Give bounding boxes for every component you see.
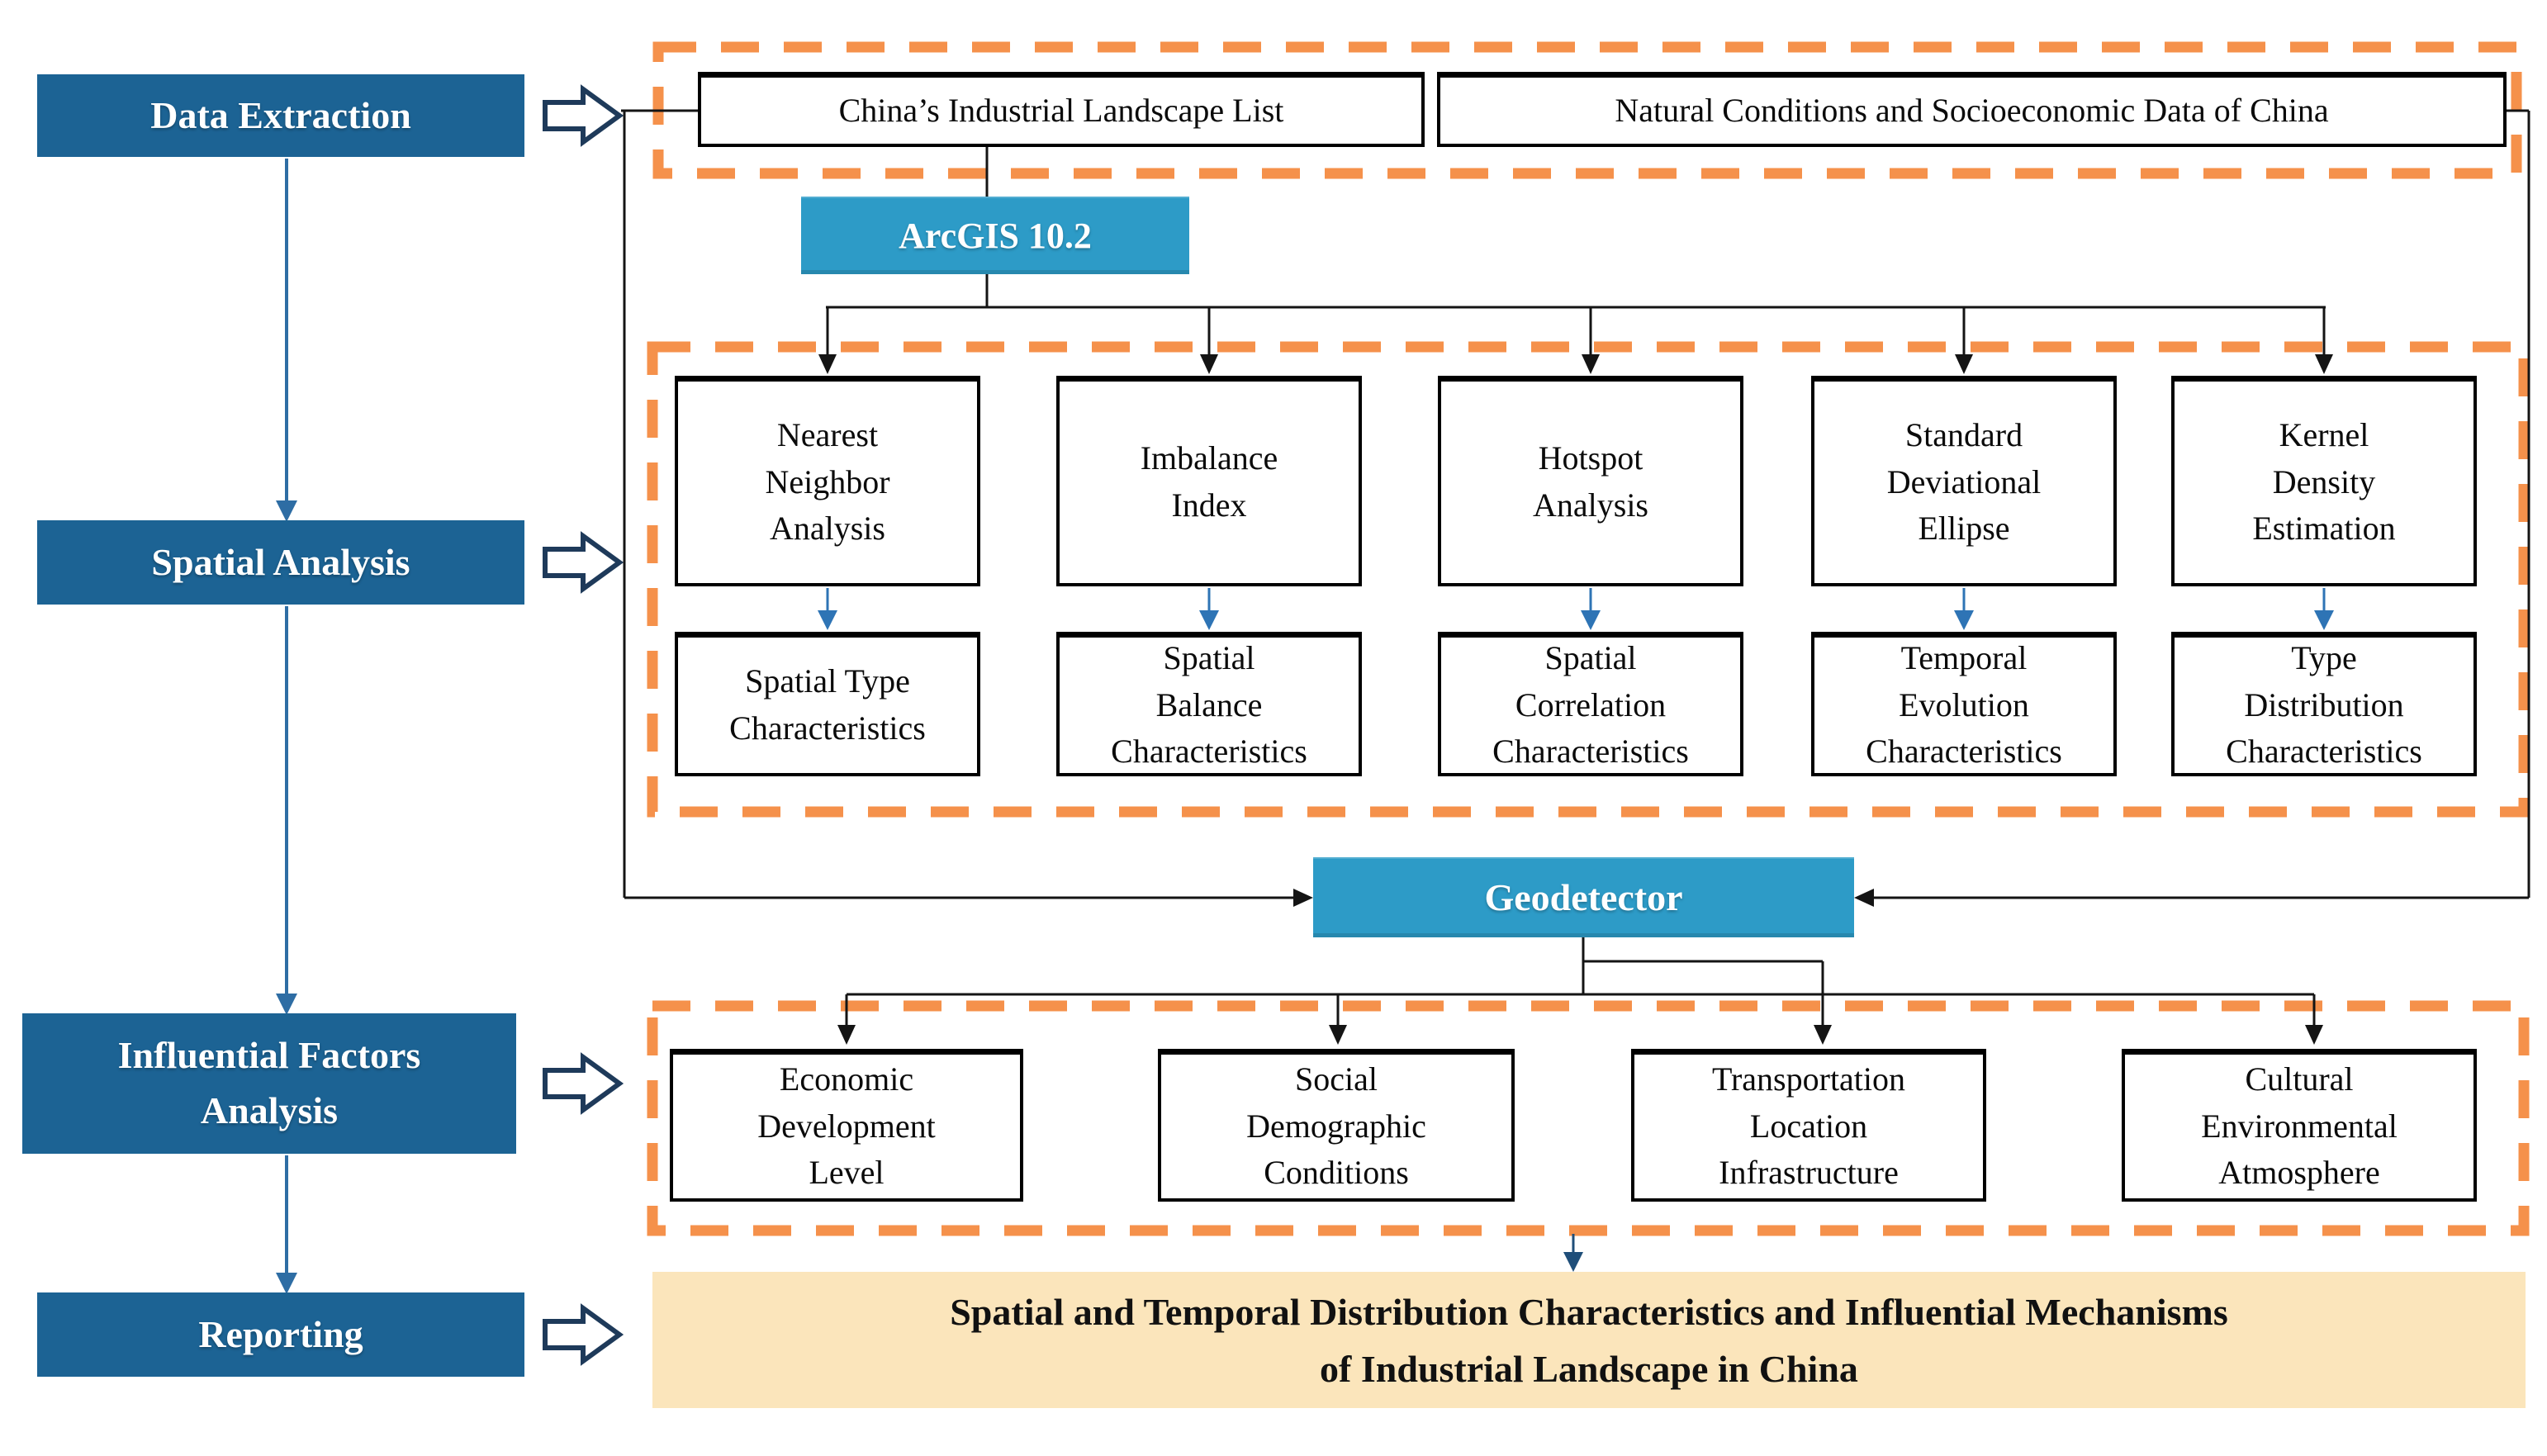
factor-cultural-environmental-atmosphere: Cultural Environmental Atmosphere — [2122, 1049, 2477, 1202]
method-imbalance-index: Imbalance Index — [1056, 376, 1362, 586]
factor-social-demographic-conditions: Social Demographic Conditions — [1158, 1049, 1515, 1202]
output-spatial-correlation-characteristics: Spatial Correlation Characteristics — [1438, 632, 1743, 776]
dashed-container-influential-factors — [647, 1000, 2530, 1236]
source-natural-socioeconomic-data: Natural Conditions and Socioeconomic Dat… — [1437, 72, 2507, 147]
black-connectors — [621, 109, 2530, 1045]
method-hotspot-analysis: Hotspot Analysis — [1438, 376, 1743, 586]
factors-result-arrow — [1563, 1234, 1583, 1272]
result-statement: Spatial and Temporal Distribution Charac… — [652, 1272, 2526, 1408]
block-arrow-icon-data-extraction — [543, 84, 624, 147]
stage-influential-factors-analysis: Influential Factors Analysis — [22, 1013, 516, 1154]
stage-reporting: Reporting — [37, 1292, 524, 1377]
tool-arcgis: ArcGIS 10.2 — [801, 197, 1189, 274]
method-kernel-density-estimation: Kernel Density Estimation — [2171, 376, 2477, 586]
output-spatial-type-characteristics: Spatial Type Characteristics — [675, 632, 980, 776]
block-arrow-icon-reporting — [543, 1303, 624, 1366]
stage-data-extraction: Data Extraction — [37, 74, 524, 157]
output-spatial-balance-characteristics: Spatial Balance Characteristics — [1056, 632, 1362, 776]
factor-transportation-location-infrastructure: Transportation Location Infrastructure — [1631, 1049, 1986, 1202]
block-arrow-icon-spatial-analysis — [543, 531, 624, 594]
source-industrial-landscape-list: China’s Industrial Landscape List — [698, 72, 1425, 147]
block-arrow-icon-influential-factors — [543, 1052, 624, 1115]
stage-spatial-analysis: Spatial Analysis — [37, 520, 524, 605]
factor-economic-development-level: Economic Development Level — [670, 1049, 1023, 1202]
output-type-distribution-characteristics: Type Distribution Characteristics — [2171, 632, 2477, 776]
method-output-arrows — [818, 588, 2334, 630]
method-standard-deviational-ellipse: Standard Deviational Ellipse — [1811, 376, 2117, 586]
method-nearest-neighbor-analysis: Nearest Neighbor Analysis — [675, 376, 980, 586]
block-arrow-icons — [543, 84, 624, 1366]
tool-geodetector: Geodetector — [1313, 857, 1854, 937]
output-temporal-evolution-characteristics: Temporal Evolution Characteristics — [1811, 632, 2117, 776]
dashed-container-spatial-analysis — [647, 341, 2530, 818]
stage-flow-line — [276, 159, 297, 1294]
